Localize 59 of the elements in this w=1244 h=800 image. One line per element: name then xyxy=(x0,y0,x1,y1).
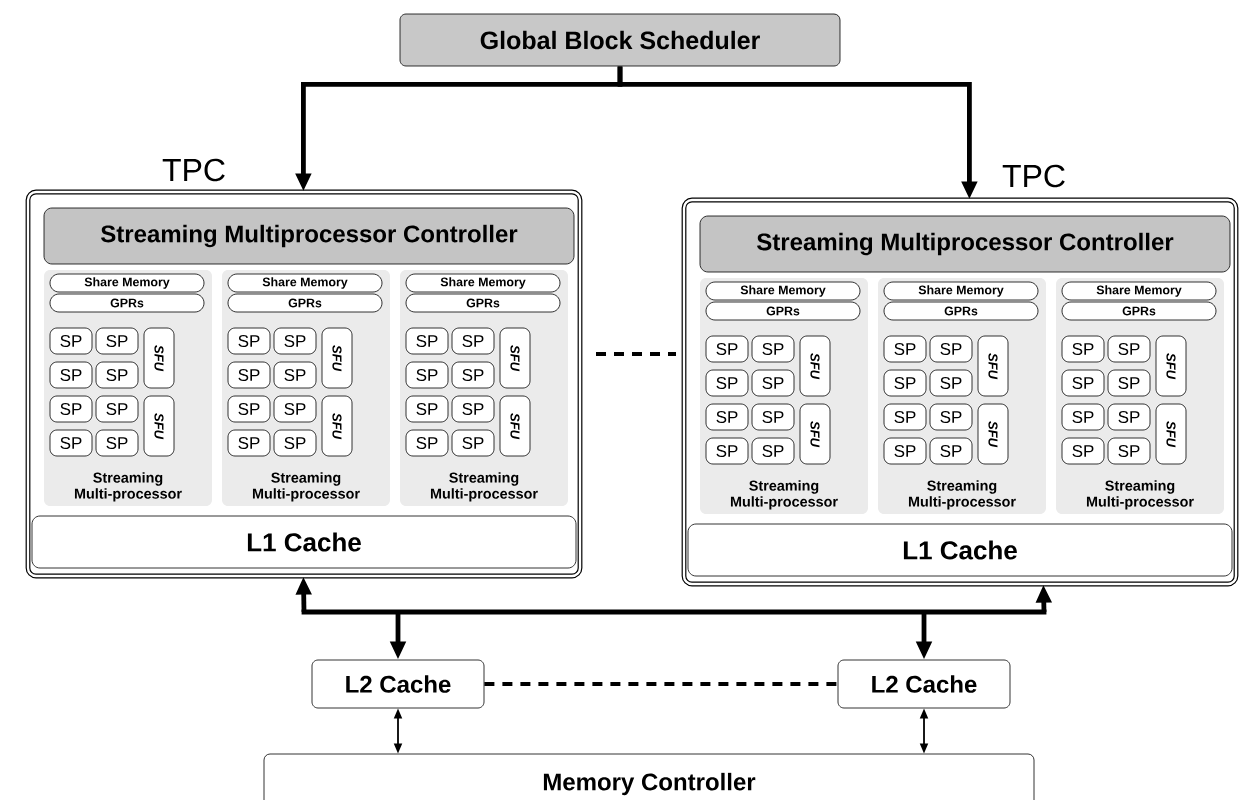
core-box: SP xyxy=(405,361,449,389)
core-box: SP xyxy=(705,335,749,363)
core-box: SP xyxy=(95,361,139,389)
core-box: SP xyxy=(273,395,317,423)
dashed-line xyxy=(484,682,838,686)
cache-box: L2 Cache xyxy=(311,659,485,709)
core-box: SP xyxy=(1061,403,1105,431)
core-box: SP xyxy=(405,327,449,355)
core-box: SP xyxy=(227,395,271,423)
core-box: SP xyxy=(929,369,973,397)
core-box: SP xyxy=(273,327,317,355)
cluster-label: TPC xyxy=(1002,164,1065,188)
core-box: SP xyxy=(751,335,795,363)
core-box: SP xyxy=(405,395,449,423)
core-box: SP xyxy=(1107,437,1151,465)
core-box: SP xyxy=(95,395,139,423)
core-box: SP xyxy=(49,361,93,389)
core-box: SP xyxy=(49,395,93,423)
core-box: SP xyxy=(451,395,495,423)
core-box: SP xyxy=(49,327,93,355)
core-box: SP xyxy=(929,437,973,465)
core-box: SP xyxy=(273,429,317,457)
core-box: SP xyxy=(451,361,495,389)
core-box: SP xyxy=(705,369,749,397)
core-box: SP xyxy=(273,361,317,389)
cache-box: L2 Cache xyxy=(837,659,1011,709)
core-box: SP xyxy=(705,403,749,431)
cache-box: L1 Cache xyxy=(31,515,577,569)
core-box: SP xyxy=(1061,369,1105,397)
cache-box: L1 Cache xyxy=(687,523,1233,577)
core-box: SP xyxy=(751,369,795,397)
core-box: SP xyxy=(883,437,927,465)
scheduler-box: Global Block Scheduler xyxy=(399,13,841,67)
core-box: SP xyxy=(95,327,139,355)
core-box: SP xyxy=(451,327,495,355)
controller-bar: Streaming Multiprocessor Controller xyxy=(43,207,575,265)
core-box: SP xyxy=(1107,335,1151,363)
core-box: SP xyxy=(49,429,93,457)
core-box: SP xyxy=(883,335,927,363)
core-box: SP xyxy=(751,437,795,465)
core-box: SP xyxy=(929,403,973,431)
core-box: SP xyxy=(1061,437,1105,465)
controller-box: Memory Controller xyxy=(263,753,1035,800)
core-box: SP xyxy=(705,437,749,465)
controller-bar: Streaming Multiprocessor Controller xyxy=(699,215,1231,273)
core-box: SP xyxy=(227,429,271,457)
core-box: SP xyxy=(227,327,271,355)
core-box: SP xyxy=(883,369,927,397)
core-box: SP xyxy=(95,429,139,457)
core-box: SP xyxy=(1107,403,1151,431)
core-box: SP xyxy=(451,429,495,457)
core-box: SP xyxy=(405,429,449,457)
cluster-label: TPC xyxy=(162,158,225,182)
core-box: SP xyxy=(883,403,927,431)
core-box: SP xyxy=(227,361,271,389)
core-box: SP xyxy=(1107,369,1151,397)
core-box: SP xyxy=(929,335,973,363)
core-box: SP xyxy=(1061,335,1105,363)
core-box: SP xyxy=(751,403,795,431)
